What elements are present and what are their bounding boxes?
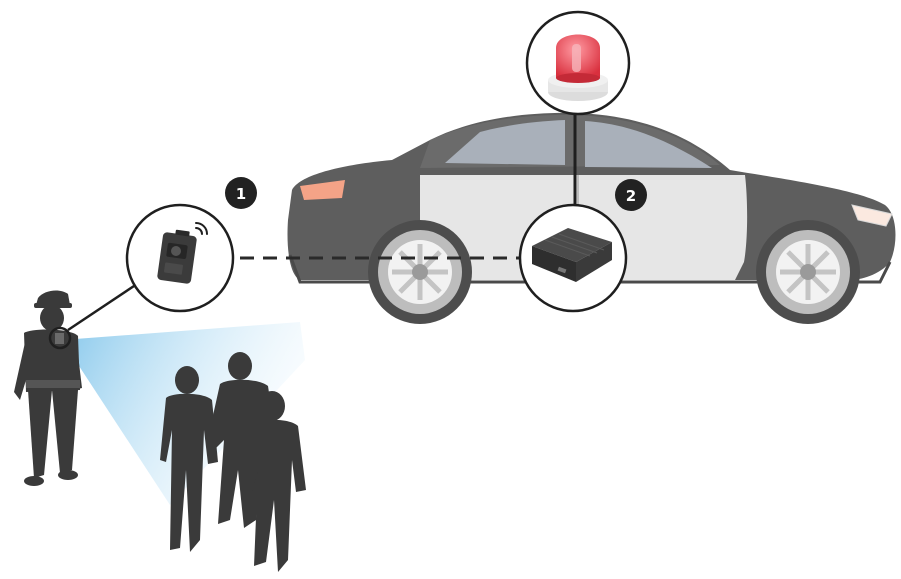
civilians-silhouettes xyxy=(160,352,306,572)
body-worn-camera-icon xyxy=(157,230,197,285)
callout-badge-1-number: 1 xyxy=(236,185,246,203)
front-wheel xyxy=(766,230,850,314)
siren-light-icon xyxy=(548,35,608,102)
callout-badge-1: 1 xyxy=(225,177,257,209)
callout-badge-2-number: 2 xyxy=(626,187,636,205)
recorder-callout xyxy=(520,205,626,311)
callout-badge-2: 2 xyxy=(615,179,647,211)
rear-wheel xyxy=(378,230,462,314)
siren-callout xyxy=(527,12,629,114)
police-officer-silhouette xyxy=(14,291,82,486)
bodycam-callout xyxy=(127,205,233,311)
